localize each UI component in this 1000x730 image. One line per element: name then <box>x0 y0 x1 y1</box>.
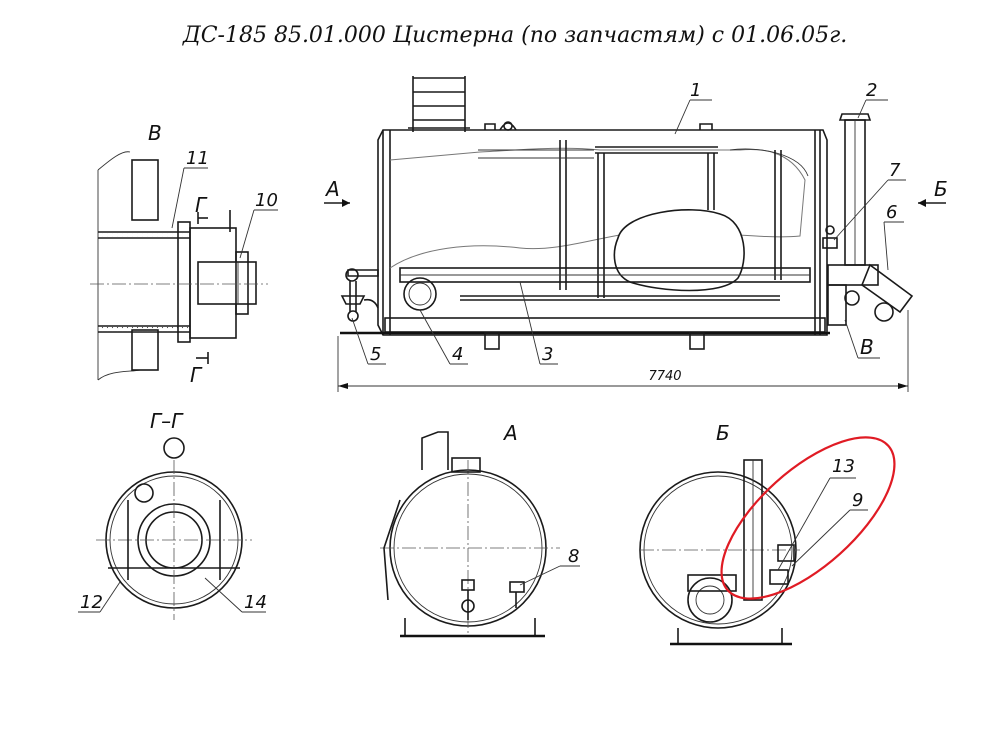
drawing-title: ДС-185 85.01.000 Цистерна (по запчастям)… <box>182 23 847 48</box>
left-valve-assembly <box>340 268 379 322</box>
overall-dimension: 7740 <box>337 310 909 392</box>
callout-12: 12 <box>78 581 121 613</box>
callout-9: 9 <box>791 490 868 567</box>
svg-text:12: 12 <box>80 592 103 613</box>
callout-14: 14 <box>204 577 267 613</box>
callout-13: 13 <box>777 456 856 571</box>
callout-4: 4 <box>419 309 468 365</box>
svg-text:14: 14 <box>244 592 267 613</box>
svg-text:Г–Г: Г–Г <box>150 409 184 433</box>
callout-3: 3 <box>519 281 558 365</box>
callout-6: 6 <box>883 202 904 271</box>
callout-7: 7 <box>833 160 906 241</box>
svg-text:1: 1 <box>690 80 701 101</box>
svg-text:В: В <box>148 121 162 145</box>
highlight-ellipse <box>720 436 896 600</box>
callout-5: 5 <box>351 317 386 365</box>
svg-text:4: 4 <box>452 344 463 365</box>
callout-10: 10 <box>239 190 278 259</box>
main-side-view: А Б 7740 1 2 <box>324 76 948 392</box>
view-arrow-b: Б <box>918 177 948 207</box>
svg-text:6: 6 <box>886 202 897 223</box>
svg-text:А: А <box>324 177 340 201</box>
callout-2: 2 <box>857 80 888 119</box>
svg-text:Б: Б <box>934 177 948 201</box>
svg-text:10: 10 <box>255 190 278 211</box>
burner-assembly <box>827 263 914 326</box>
view-arrow-a: А <box>324 177 350 207</box>
callout-11: 11 <box>171 148 209 229</box>
svg-text:8: 8 <box>568 546 579 567</box>
exhaust-stack <box>838 113 872 266</box>
section-view-gg: Г–Г 12 14 <box>78 409 267 620</box>
svg-text:В: В <box>860 335 874 359</box>
detail-view-v: В Г Г 11 <box>90 121 278 387</box>
view-a: А 8 <box>380 421 580 638</box>
svg-text:11: 11 <box>186 148 209 169</box>
svg-text:А: А <box>502 421 518 445</box>
svg-text:13: 13 <box>832 456 855 477</box>
inner-blob <box>613 209 745 292</box>
top-ladder <box>408 76 470 132</box>
svg-text:7740: 7740 <box>648 369 681 384</box>
svg-text:Г: Г <box>195 193 208 217</box>
svg-text:7: 7 <box>889 160 901 181</box>
svg-text:Б: Б <box>716 421 730 445</box>
tank-shell <box>377 129 828 336</box>
mark-v-main: В <box>844 319 880 359</box>
svg-text:5: 5 <box>370 344 381 365</box>
svg-text:3: 3 <box>542 344 553 365</box>
callout-8: 8 <box>519 546 580 586</box>
view-b: Б 13 9 <box>639 421 896 646</box>
svg-text:9: 9 <box>852 490 863 511</box>
svg-text:Г: Г <box>190 363 203 387</box>
svg-text:2: 2 <box>866 80 877 101</box>
callout-1: 1 <box>674 80 712 135</box>
base-frame <box>384 317 826 333</box>
